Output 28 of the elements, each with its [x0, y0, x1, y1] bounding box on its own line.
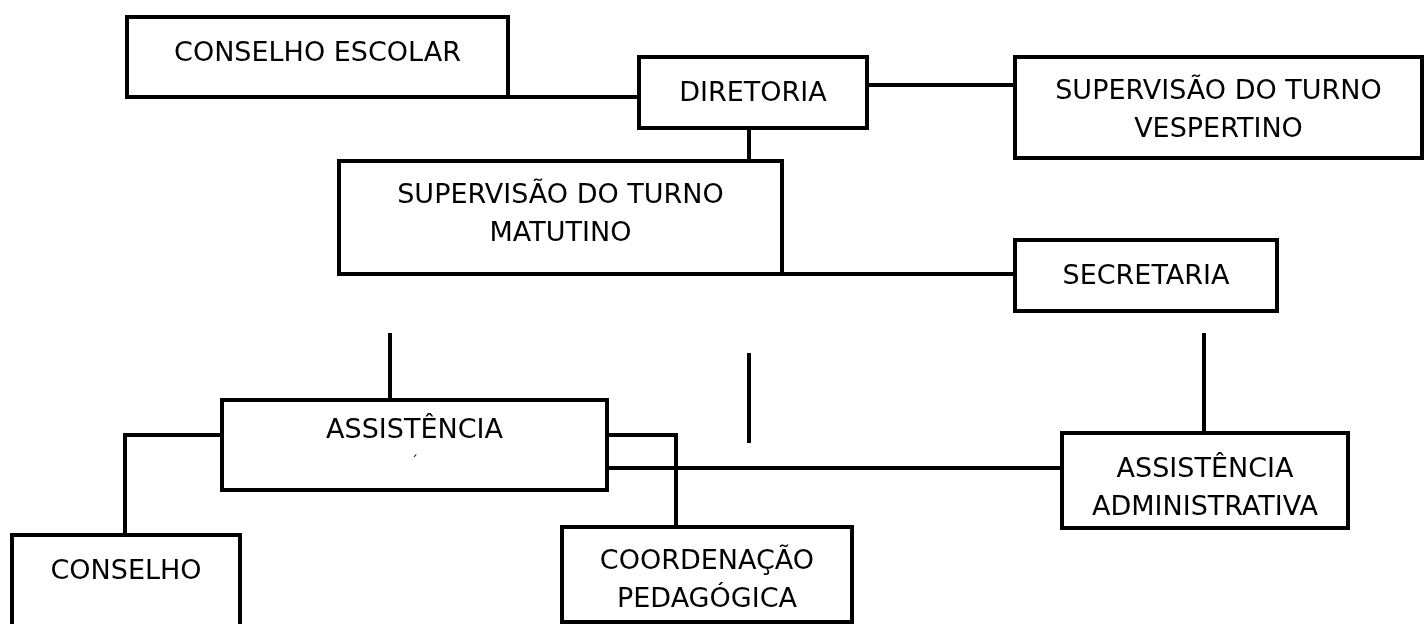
- org-box: [125, 15, 510, 99]
- connector-line: [388, 333, 392, 398]
- connector-line: [784, 272, 1013, 276]
- box-label: COORDENAÇÃO PEDAGÓGICA: [598, 543, 816, 615]
- connector-line: [609, 466, 1060, 470]
- box-label: SUPERVISÃO DO TURNO MATUTINO: [396, 177, 725, 249]
- connector-line: [1202, 333, 1206, 431]
- box-label: SUPERVISÃO DO TURNO VESPERTINO: [1054, 73, 1383, 145]
- connector-line: [869, 83, 1013, 87]
- connector-line: [510, 95, 637, 99]
- org-box: [10, 533, 242, 624]
- org-box: [1060, 431, 1350, 530]
- connector-line: [747, 130, 751, 159]
- box-label: DIRETORIA: [679, 75, 827, 109]
- org-box: [560, 525, 854, 624]
- box-label: ASSISTÊNCIA ADMINISTRATIVA: [1091, 451, 1319, 523]
- box-label: CONSELHO: [50, 553, 202, 587]
- box-label: CONSELHO ESCOLAR: [174, 35, 461, 69]
- box-label: SECRETARIA: [1062, 258, 1230, 292]
- box-label: ASSISTÊNCIA: [326, 412, 503, 446]
- org-box: [1013, 55, 1424, 160]
- connector-line: [123, 433, 220, 533]
- org-box: [637, 55, 869, 130]
- org-box: [337, 159, 784, 276]
- org-box: [1013, 238, 1279, 313]
- accent-mark: ´: [411, 451, 418, 471]
- org-box: [220, 398, 609, 492]
- connector-line: [609, 433, 678, 525]
